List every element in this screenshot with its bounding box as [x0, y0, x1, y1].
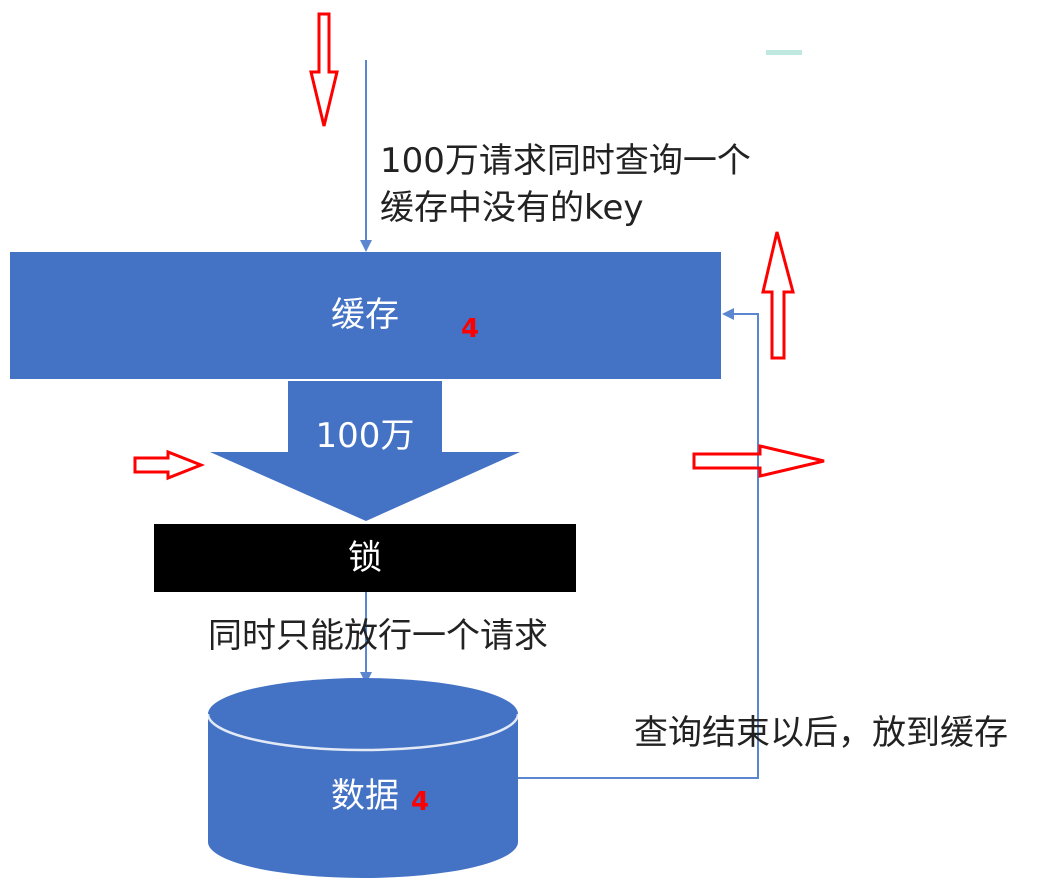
- cache-box: [10, 252, 721, 379]
- request-label-line2: 缓存中没有的key: [380, 188, 644, 228]
- database-label: 数据: [331, 776, 399, 816]
- database-cylinder-rim: [206, 713, 520, 752]
- request-label-line1: 100万请求同时查询一个: [380, 141, 751, 181]
- red-up-arrow-icon: [761, 231, 795, 360]
- lock-box: [154, 524, 576, 592]
- lock-db-arrowhead: [360, 672, 372, 684]
- red-right-arrow-left-icon: [133, 449, 206, 481]
- cache-badge: 4: [461, 314, 480, 344]
- database-cylinder: [208, 678, 518, 878]
- cache-label: 缓存: [331, 295, 399, 335]
- write-back-arrowhead: [722, 308, 734, 320]
- red-right-arrow-right-icon: [692, 444, 825, 478]
- write-back-label: 查询结束以后，放到缓存: [634, 713, 1008, 753]
- lock-note-label: 同时只能放行一个请求: [208, 616, 548, 656]
- database-badge: 4: [411, 787, 430, 817]
- write-back-connector: [518, 313, 759, 779]
- lock-label: 锁: [348, 538, 382, 578]
- flow-volume-label: 100万: [315, 416, 415, 456]
- incoming-arrowhead: [360, 240, 372, 252]
- decor-fragment: [766, 50, 802, 55]
- flow-down-arrow: [210, 381, 520, 521]
- red-down-arrow-icon: [309, 12, 339, 127]
